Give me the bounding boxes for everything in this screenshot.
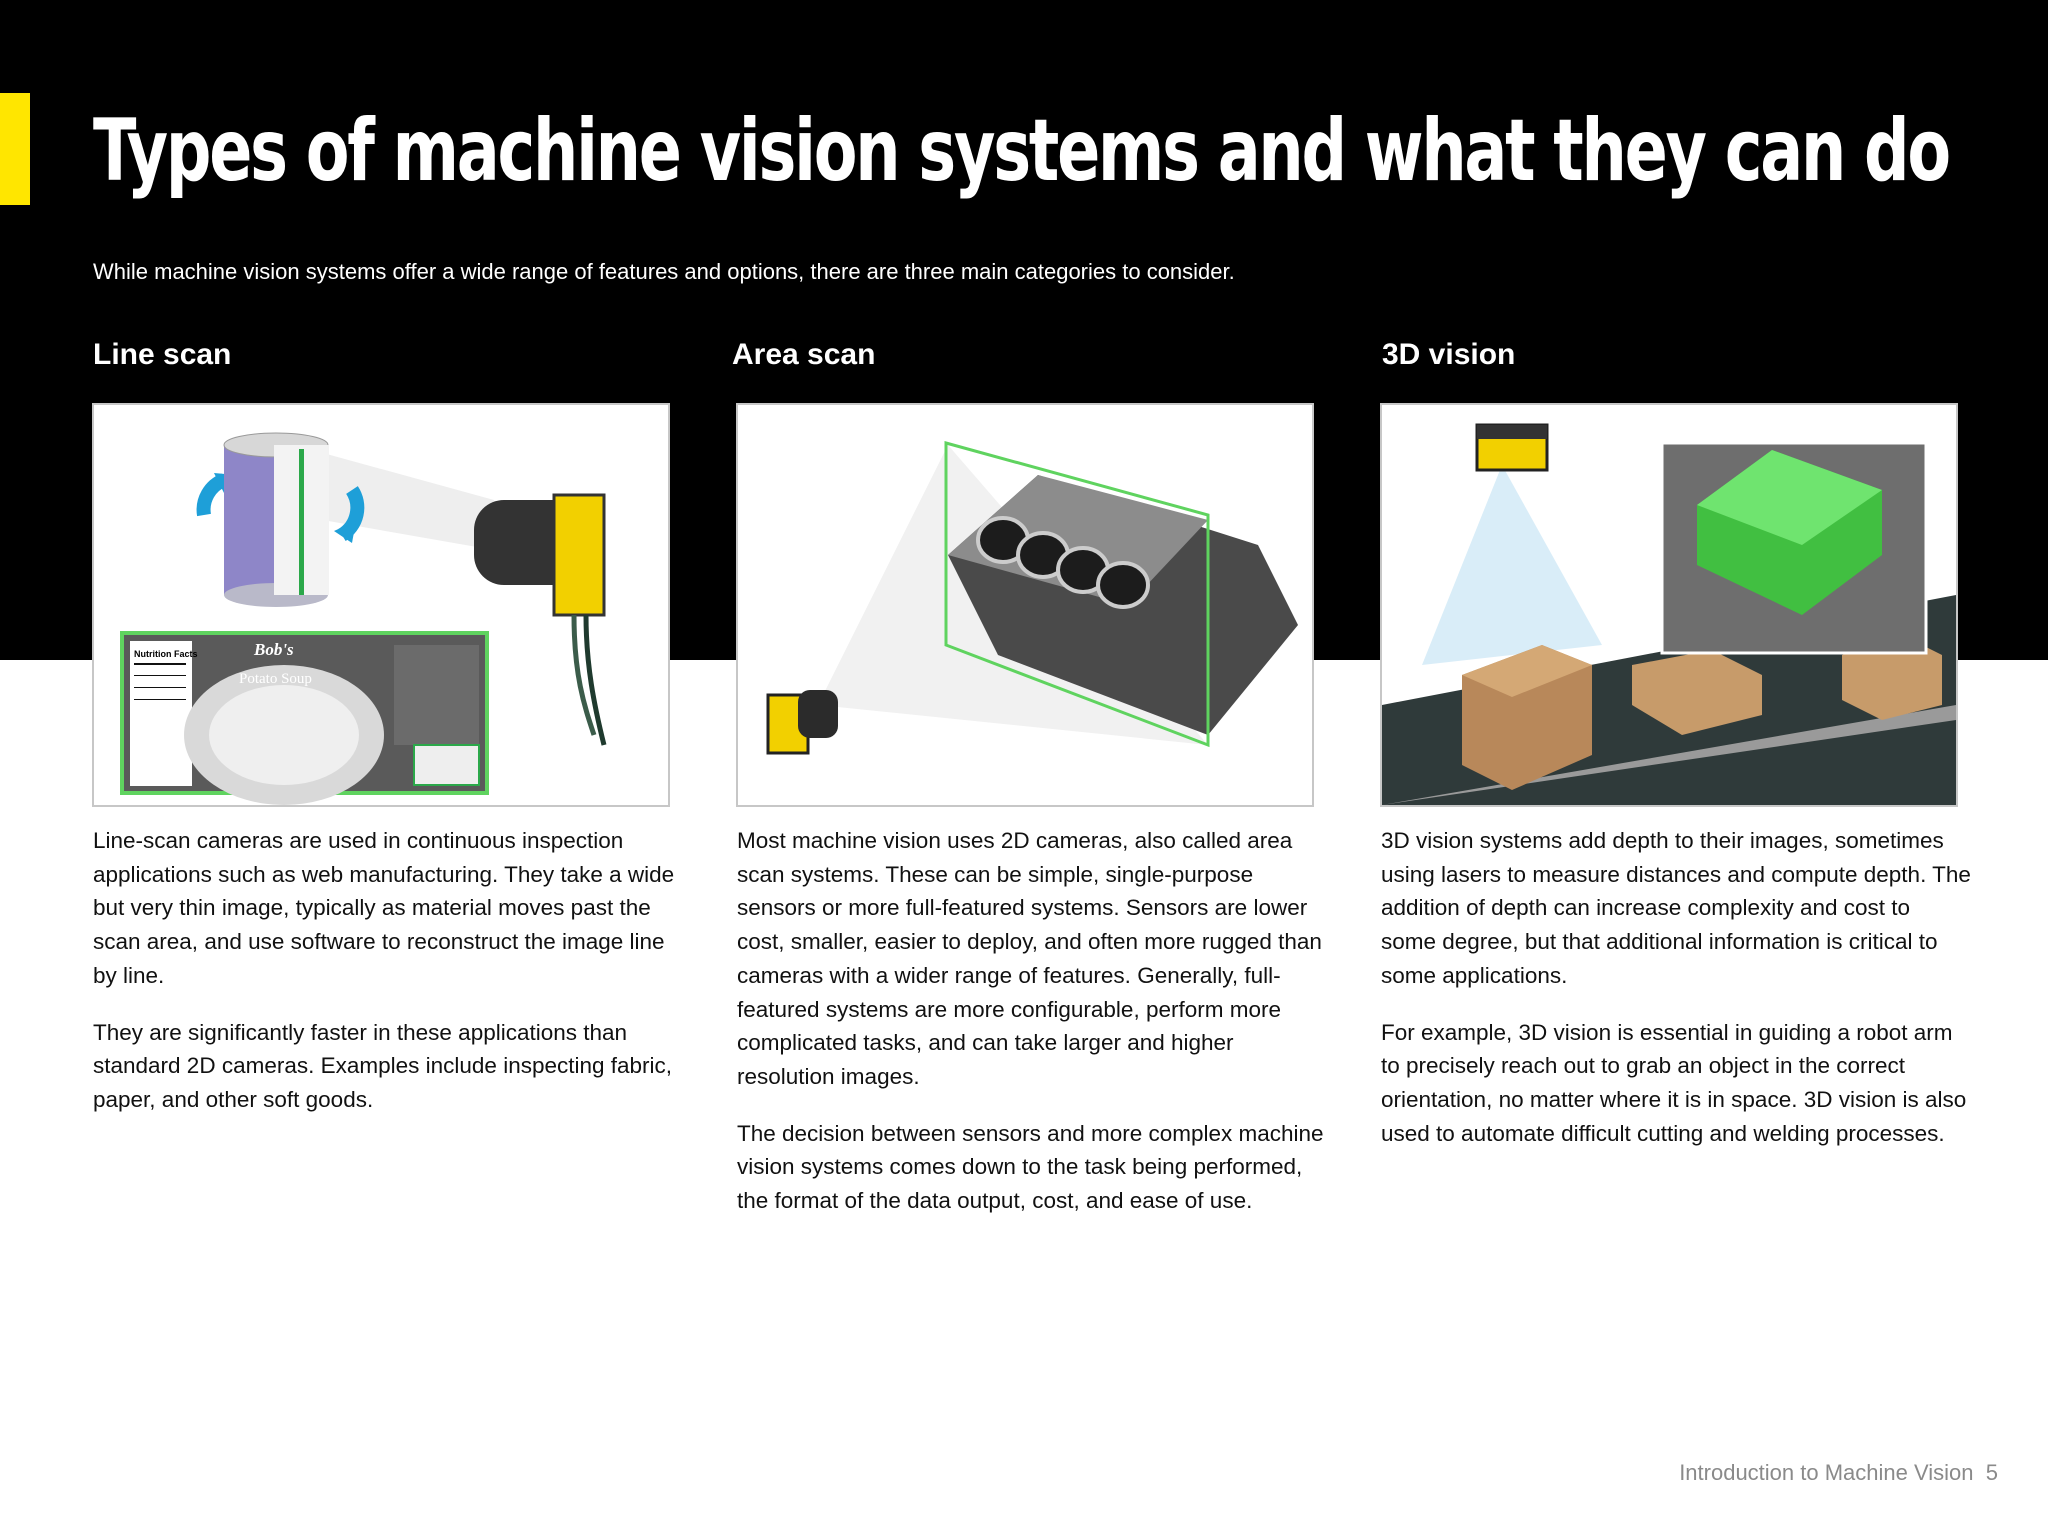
svg-text:Nutrition Facts: Nutrition Facts — [134, 649, 198, 659]
3d-point-cloud-inset — [1660, 441, 1928, 655]
page-footer: Introduction to Machine Vision 5 — [1679, 1458, 1998, 1488]
heading-line-scan: Line scan — [93, 338, 232, 371]
3d-vision-text: 3D vision systems add depth to their ima… — [1381, 824, 1971, 1173]
engine-block — [948, 475, 1298, 735]
paragraph: The decision between sensors and more co… — [737, 1120, 1324, 1214]
paragraph: 3D vision systems add depth to their ima… — [1381, 828, 1971, 988]
line-scan-text: Line-scan cameras are used in continuous… — [93, 824, 683, 1140]
cardboard-box-1 — [1462, 645, 1592, 790]
line-scan-illustration: Nutrition Facts Bob's Potato Soup — [92, 403, 670, 807]
paragraph: For example, 3D vision is essential in g… — [1381, 1019, 1967, 1146]
field-of-view-frame — [944, 441, 1210, 748]
cardboard-box-3 — [1842, 635, 1942, 720]
paragraph: Line-scan cameras are used in continuous… — [93, 828, 675, 988]
heading-3d-vision: 3D vision — [1382, 338, 1516, 371]
svg-text:Bob's: Bob's — [253, 640, 294, 659]
cardboard-box-2 — [1632, 650, 1762, 735]
footer-doc-title: Introduction to Machine Vision — [1679, 1460, 1974, 1485]
line-scan-camera — [474, 493, 607, 746]
accent-bar — [0, 93, 30, 205]
3d-camera — [1475, 423, 1549, 472]
svg-text:Potato Soup: Potato Soup — [239, 671, 312, 687]
soup-label: Nutrition Facts Bob's Potato Soup — [120, 631, 489, 805]
3d-vision-illustration — [1380, 403, 1958, 807]
paragraph: Most machine vision uses 2D cameras, als… — [737, 828, 1322, 1089]
soup-can — [223, 432, 329, 607]
page-title: Types of machine vision systems and what… — [93, 101, 1951, 201]
area-scan-camera — [766, 690, 838, 755]
page-number: 5 — [1985, 1460, 1998, 1485]
heading-area-scan: Area scan — [732, 338, 876, 371]
area-scan-illustration — [736, 403, 1314, 807]
page-subtitle: While machine vision systems offer a wid… — [93, 259, 1235, 284]
area-scan-text: Most machine vision uses 2D cameras, als… — [737, 824, 1327, 1241]
paragraph: They are significantly faster in these a… — [93, 1019, 673, 1112]
